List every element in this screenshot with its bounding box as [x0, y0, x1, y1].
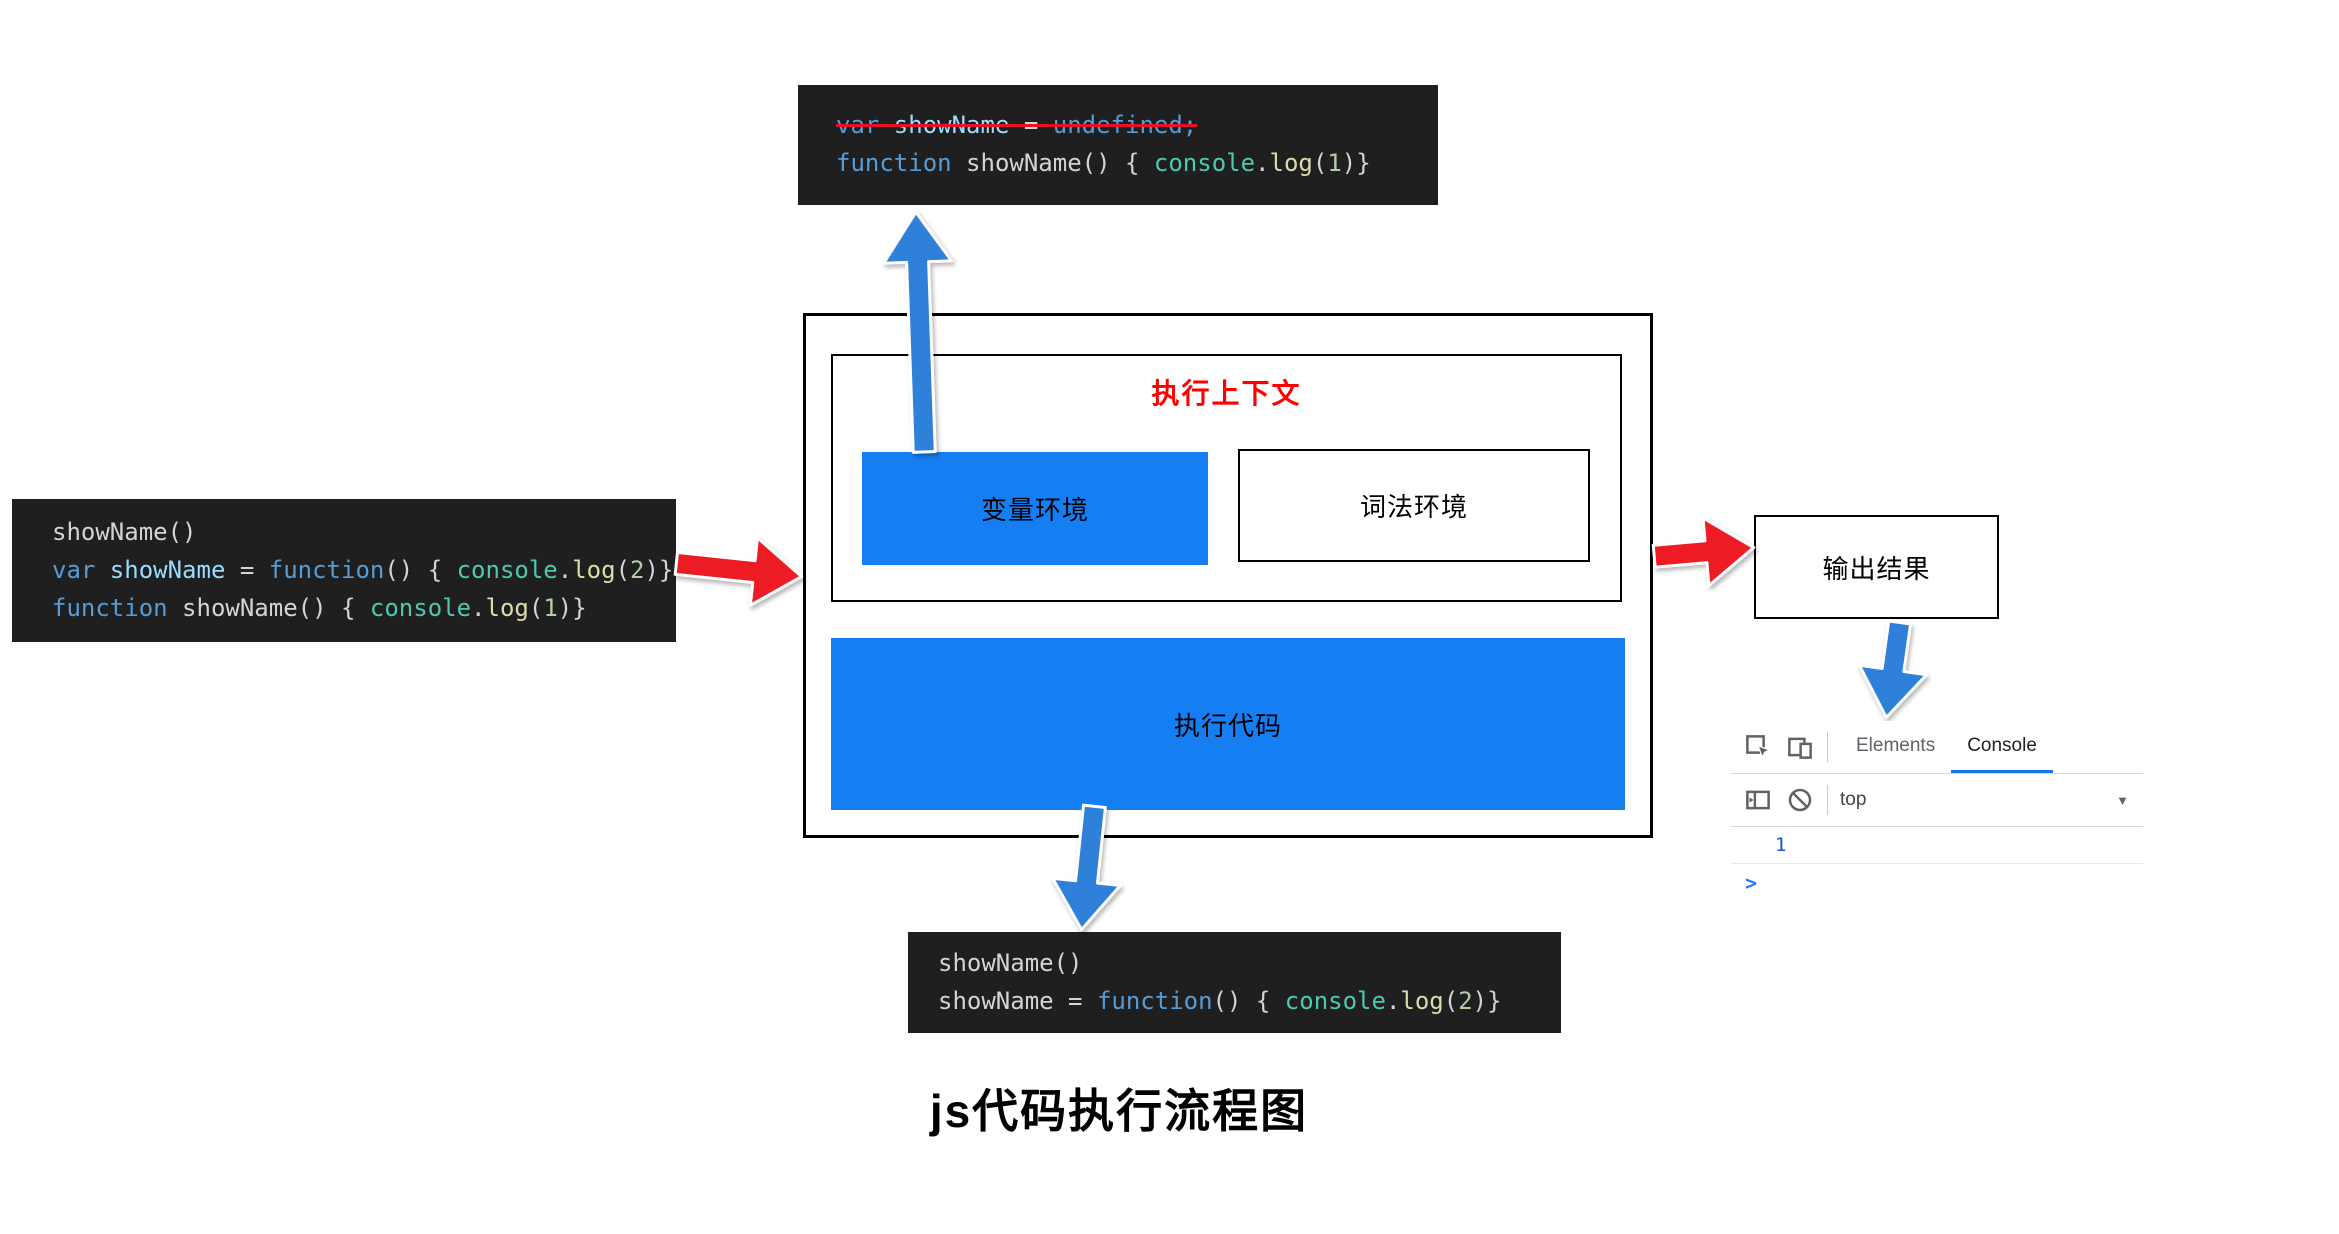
arrow-output-to-devtools-icon	[1857, 619, 1929, 720]
console-toolbar: top ▼	[1731, 774, 2143, 827]
execute-code-box: 执行代码	[831, 638, 1625, 810]
arrow-source-to-context-icon	[673, 536, 804, 607]
execute-code-label: 执行代码	[1173, 710, 1282, 741]
chevron-down-icon: ▼	[2116, 792, 2129, 808]
frame-context-value: top	[1840, 789, 1867, 810]
execution-context-box	[831, 354, 1622, 602]
executed-code-block: showName()showName = function() { consol…	[908, 932, 1561, 1033]
devtools-tab-bar: Elements Console	[1731, 721, 2143, 774]
lexical-environment-label: 词法环境	[1359, 492, 1468, 522]
source-code-block: showName()var showName = function() { co…	[12, 499, 676, 642]
arrow-context-to-output-icon	[1651, 516, 1756, 588]
output-result-label: 输出结果	[1822, 553, 1931, 584]
tab-console[interactable]: Console	[1951, 721, 2053, 773]
console-sidebar-icon[interactable]	[1743, 785, 1773, 815]
variable-environment-box: 变量环境	[862, 452, 1208, 565]
console-input-line[interactable]: >	[1731, 864, 2143, 902]
prompt-chevron-icon: >	[1745, 871, 1758, 895]
clear-console-icon[interactable]	[1785, 785, 1815, 815]
console-log-output: 1	[1731, 827, 2143, 864]
tab-elements[interactable]: Elements	[1856, 734, 1936, 756]
hoisted-code-block: var showName = undefined;function showNa…	[798, 85, 1438, 205]
variable-environment-label: 变量环境	[980, 495, 1089, 525]
diagram-title: js代码执行流程图	[929, 1085, 1309, 1137]
toolbar-divider	[1827, 732, 1828, 762]
frame-context-selector[interactable]: top ▼	[1840, 789, 2143, 811]
console-log-value: 1	[1775, 834, 1787, 856]
execution-context-label: 执行上下文	[1151, 378, 1302, 409]
output-result-box: 输出结果	[1754, 515, 1999, 619]
devtools-panel: Elements Console top ▼	[1731, 721, 2143, 902]
toolbar-divider	[1827, 785, 1828, 815]
inspect-icon[interactable]	[1743, 732, 1773, 762]
device-toolbar-icon[interactable]	[1785, 732, 1815, 762]
lexical-environment-box: 词法环境	[1238, 449, 1590, 562]
